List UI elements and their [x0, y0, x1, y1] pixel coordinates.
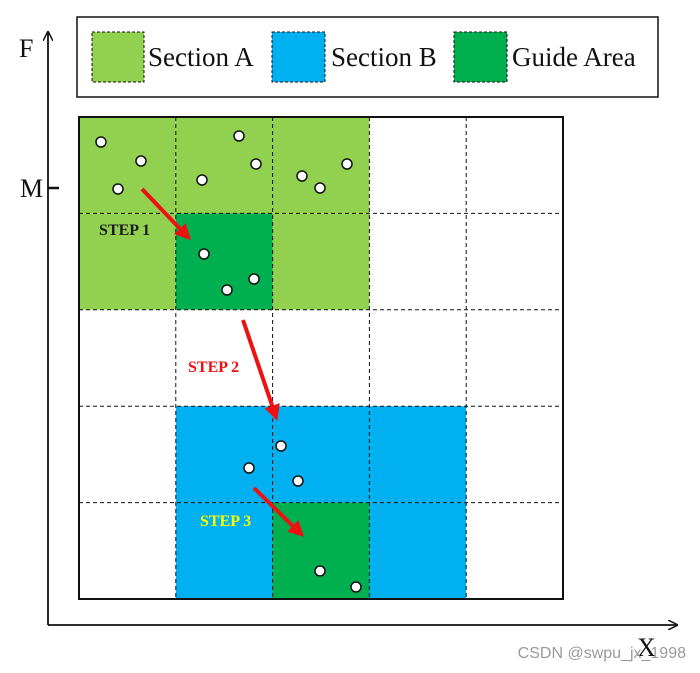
grid-cell-guide-area	[175, 213, 273, 310]
legend-label-section-b: Section B	[331, 42, 437, 72]
point	[341, 158, 353, 170]
point	[196, 174, 208, 186]
point	[350, 581, 362, 593]
grid-border	[78, 116, 564, 600]
legend-swatch-section-a	[91, 31, 145, 83]
legend-swatch-section-b	[271, 31, 326, 83]
y-tick-label-m: M	[20, 174, 43, 203]
point	[250, 158, 262, 170]
y-axis-label: F	[19, 34, 33, 63]
grid-cell-section-b	[175, 406, 273, 503]
point	[198, 248, 210, 260]
grid-cell-empty	[466, 213, 563, 310]
point	[135, 155, 147, 167]
point	[314, 565, 326, 577]
step-1-arrow	[140, 187, 191, 241]
legend-label-guide-area: Guide Area	[512, 42, 636, 72]
grid-cell-section-b	[369, 502, 467, 599]
point	[314, 182, 326, 194]
grid-cell-section-a	[272, 213, 370, 310]
grid-cell-empty	[79, 309, 176, 407]
legend-label-section-a: Section A	[148, 42, 254, 72]
grid-cell-section-b	[175, 502, 273, 599]
point	[221, 284, 233, 296]
grid-cell-empty	[369, 213, 467, 310]
grid-cell-section-b	[369, 406, 467, 503]
point	[112, 183, 124, 195]
grid-cell-empty	[79, 502, 176, 599]
axes: F M X	[19, 33, 676, 662]
grid-cell-section-a	[272, 117, 370, 214]
grid-cell-section-a	[79, 117, 176, 214]
legend-item-section-b: Section B	[271, 31, 437, 83]
grid-cell-empty	[466, 406, 563, 503]
grid-cell-empty	[369, 309, 467, 407]
legend-frame	[76, 16, 659, 98]
grid-cell-empty	[466, 502, 563, 599]
point	[243, 462, 255, 474]
step-3-label: STEP 3	[200, 513, 251, 530]
legend-item-section-a: Section A	[91, 31, 254, 83]
grid-cell-section-b	[272, 406, 370, 503]
grid-cell-empty	[272, 309, 370, 407]
step-2-arrow	[241, 319, 280, 421]
point	[275, 440, 287, 452]
grid-lines	[79, 117, 563, 599]
grid-cell-empty	[369, 117, 467, 214]
grid-cell-empty	[175, 309, 273, 407]
grid-cell-empty	[79, 406, 176, 503]
point	[233, 130, 245, 142]
point	[292, 475, 304, 487]
grid-cell-empty	[466, 309, 563, 407]
watermark: CSDN @swpu_jx_1998	[517, 645, 686, 662]
step-3-arrow	[252, 486, 305, 538]
grid-cell-empty	[466, 117, 563, 214]
x-axis-label: X	[637, 633, 656, 662]
legend: Section A Section B Guide Area	[76, 16, 659, 98]
step-1-label: STEP 1	[99, 222, 150, 239]
step-2-label: STEP 2	[188, 359, 239, 376]
legend-swatch-guide-area	[453, 31, 508, 83]
legend-item-guide-area: Guide Area	[453, 31, 636, 83]
point	[95, 136, 107, 148]
point	[296, 170, 308, 182]
grid-cell-section-a	[79, 213, 176, 310]
point	[248, 273, 260, 285]
data-points	[95, 130, 362, 593]
step-labels: STEP 1 STEP 2 STEP 3	[99, 222, 251, 530]
step-arrows	[140, 187, 305, 538]
